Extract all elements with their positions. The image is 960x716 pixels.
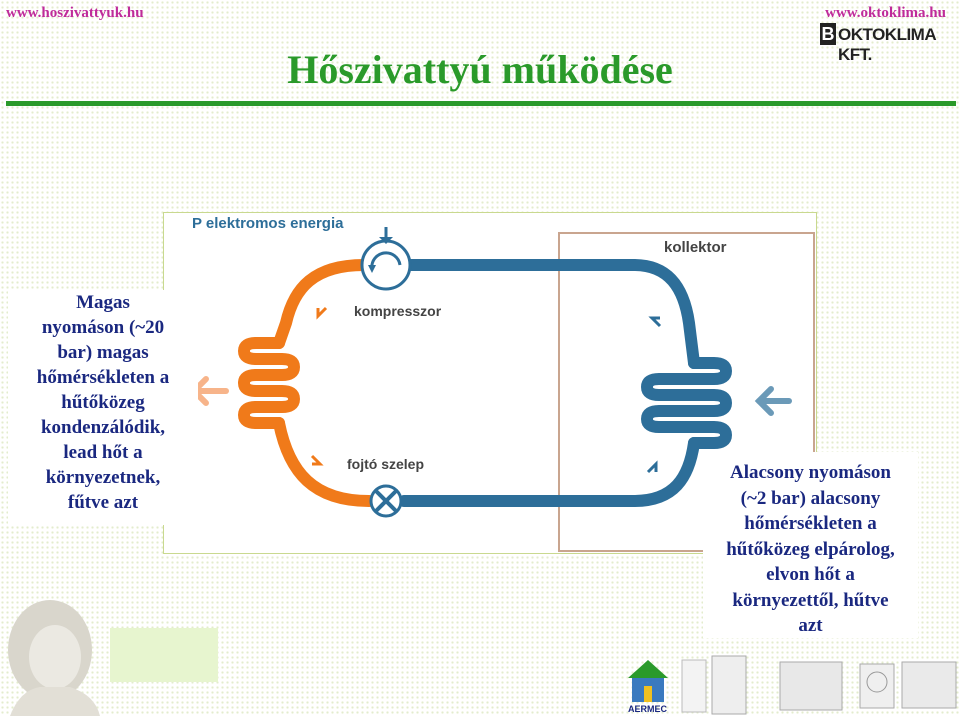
right-line-6: környezettől, hűtve [732,589,889,611]
right-line-1: Alacsony nyomáson [730,462,891,483]
heat-input-arrow-icon [754,386,792,416]
hot-loop [238,259,375,507]
heat-output-arrow-icon [189,376,229,406]
right-line-7: azt [798,615,823,636]
hot-flow-arrows [310,306,328,466]
slide-title: Hőszivattyú működése [287,47,673,92]
logo-text: OKTOKLIMA KFT. [838,25,936,64]
collector-box [558,232,815,552]
left-line-3: bar) magas [57,342,149,363]
cold-loop [398,259,732,507]
aermec-label: AERMEC [628,704,668,714]
large-outdoor-unit-image [901,661,957,709]
valve-cross-b [374,489,398,513]
collector-label: kollektor [664,239,727,256]
cold-flow-arrows [646,316,662,474]
left-line-2: nyomáson (~20 [41,317,165,338]
right-line-2: (~2 bar) alacsony [740,487,881,509]
house-logo-icon [628,660,668,702]
left-line-1: Magas [76,292,130,313]
compressor-rotation-arrowhead [368,265,376,273]
indoor-unit-image [681,659,707,713]
left-line-6: kondenzálódik, [40,417,166,438]
title-divider [6,101,956,106]
right-line-5: elvon hőt a [766,564,855,585]
left-line-8: környezetnek, [45,467,161,488]
cabinet-unit-image [711,655,747,715]
oktoklima-logo: B OKTOKLIMA KFT. [820,23,960,64]
left-line-9: fűtve azt [67,492,139,513]
chiller-unit-image [779,661,843,711]
valve-label: fojtó szelep [347,456,425,472]
outdoor-unit-image [859,663,895,709]
energy-input-arrowhead [379,237,393,244]
left-line-7: lead hőt a [63,442,143,463]
condensation-description: Magas nyomáson (~20 bar) magas hőmérsékl… [8,290,198,525]
left-line-4: hőmérsékleten a [36,367,170,388]
header-left-url[interactable]: www.hoszivattyuk.hu [6,5,144,21]
compressor-label: kompresszor [354,303,442,319]
left-line-5: hűtőközeg [61,392,145,413]
energy-label: P elektromos energia [192,215,344,232]
logo-mark-icon: B [820,23,836,45]
woman-portrait-image [8,600,100,716]
right-line-3: hőmérsékleten a [744,513,877,534]
evaporation-description: Alacsony nyomáson (~2 bar) alacsony hőmé… [703,452,918,638]
decorative-green-block [110,628,218,682]
heat-pump-cycle-svg [189,227,815,552]
right-line-4: hűtőközeg elpárolog, [726,538,895,560]
compressor-rotation-icon [370,251,402,270]
product-images-strip: AERMEC [628,655,957,715]
header-right-url[interactable]: www.oktoklima.hu [825,5,946,21]
